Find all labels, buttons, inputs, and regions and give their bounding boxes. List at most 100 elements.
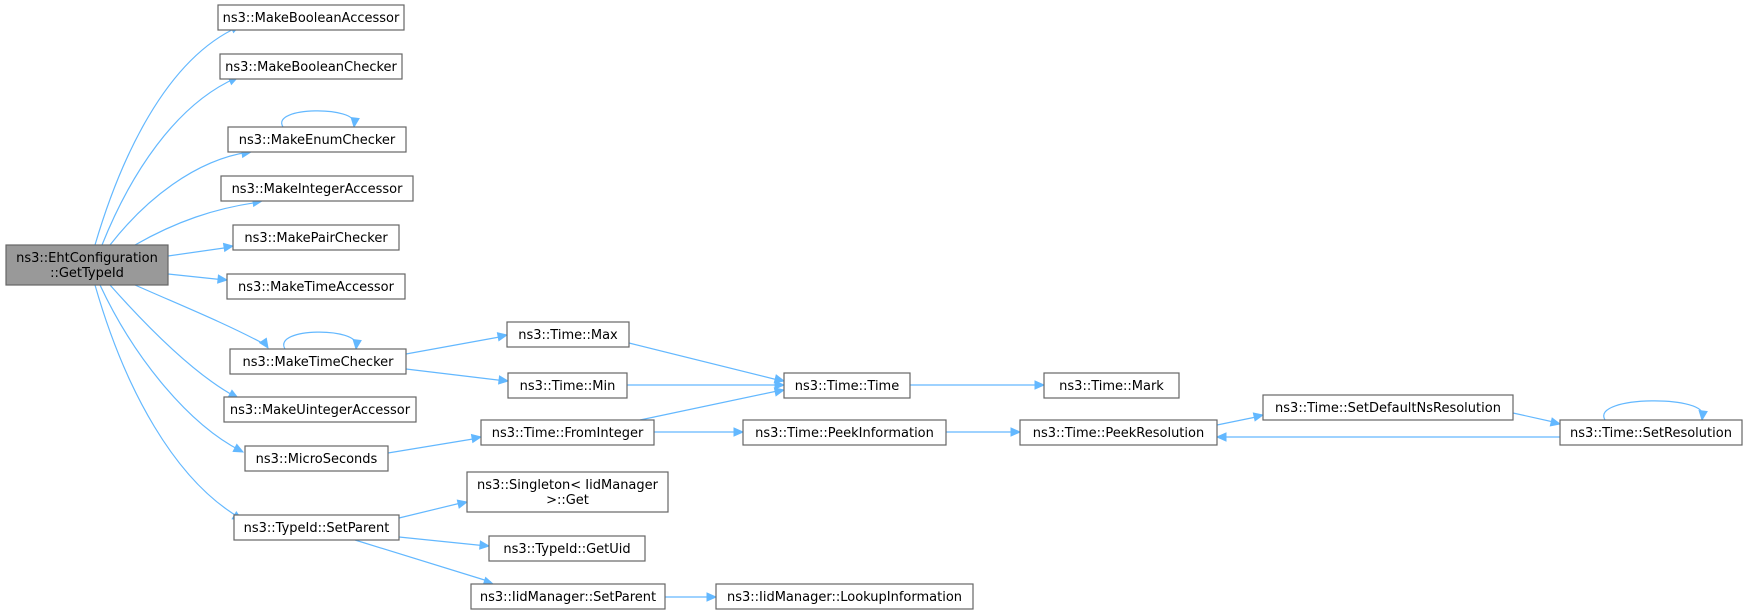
node-typeid-get-uid[interactable]: ns3::TypeId::GetUid: [488, 535, 646, 562]
edge-make-time-checker-to-time-min: [405, 368, 510, 385]
edge-arrowhead: [222, 242, 235, 253]
node-time-min[interactable]: ns3::Time::Min: [507, 372, 628, 399]
edge-arrowhead: [350, 116, 360, 129]
node-box: [715, 583, 974, 610]
node-label: ns3::Time::Time: [795, 379, 899, 394]
node-box: [227, 126, 407, 153]
node-box: [220, 175, 414, 202]
edge-time-min-to-time-time: [627, 380, 786, 390]
edge-get-type-id-to-typeid-set-parent: [94, 284, 244, 521]
edge-line: [283, 331, 357, 350]
node-label: ns3::MakeTimeAccessor: [238, 280, 395, 295]
node-box: [488, 535, 646, 562]
node-time-set-resolution[interactable]: ns3::Time::SetResolution: [1559, 419, 1743, 446]
edge-arrowhead: [774, 380, 786, 390]
edge-arrowhead: [1215, 432, 1227, 442]
edge-iid-manager-set-parent-to-iid-manager-lookup-information: [665, 592, 718, 602]
node-time-max[interactable]: ns3::Time::Max: [506, 321, 630, 348]
edge-get-type-id-to-make-boolean-checker: [101, 76, 240, 246]
edge-line: [405, 335, 506, 355]
edge-time-time-to-time-mark: [910, 380, 1046, 390]
edge-line: [167, 273, 226, 281]
edge-arrowhead: [352, 338, 362, 351]
node-box: [783, 372, 911, 399]
edge-arrowhead: [258, 337, 269, 350]
edge-line: [354, 539, 492, 583]
node-label: ns3::MakeUintegerAccessor: [230, 403, 411, 418]
edge-line: [101, 77, 237, 246]
edge-line: [1216, 415, 1262, 426]
edge-arrowhead: [706, 592, 718, 602]
node-box: [217, 4, 405, 31]
node-box: [480, 419, 655, 446]
node-label: ns3::TypeId::SetParent: [244, 521, 390, 536]
edge-arrowhead: [496, 332, 509, 342]
edge-line: [281, 110, 355, 128]
node-time-peek-information[interactable]: ns3::Time::PeekInformation: [742, 419, 947, 446]
edge-time-from-integer-to-time-peek-information: [654, 427, 745, 437]
edge-make-time-checker-to-time-max: [405, 332, 509, 355]
edge-arrowhead: [232, 443, 245, 453]
node-typeid-set-parent[interactable]: ns3::TypeId::SetParent: [233, 514, 400, 541]
node-box: [5, 244, 169, 286]
node-label: ns3::MakeBooleanChecker: [225, 60, 397, 75]
node-box: [229, 348, 407, 375]
node-iid-manager-lookup-information[interactable]: ns3::IidManager::LookupInformation: [715, 583, 974, 610]
edge-line: [109, 151, 250, 246]
node-make-boolean-accessor[interactable]: ns3::MakeBooleanAccessor: [217, 4, 405, 31]
node-make-integer-accessor[interactable]: ns3::MakeIntegerAccessor: [220, 175, 414, 202]
edge-make-time-checker-to-make-time-checker: [283, 331, 362, 351]
node-box: [233, 514, 400, 541]
node-make-enum-checker[interactable]: ns3::MakeEnumChecker: [227, 126, 407, 153]
node-time-set-default-ns-resolution[interactable]: ns3::Time::SetDefaultNsResolution: [1262, 394, 1514, 421]
node-box: [742, 419, 947, 446]
node-label: ns3::TypeId::GetUid: [503, 542, 630, 557]
node-singleton-get[interactable]: ns3::Singleton< IidManager>::Get: [466, 471, 669, 513]
edge-get-type-id-to-make-pair-checker: [167, 242, 235, 257]
node-box: [1262, 394, 1514, 421]
edge-make-enum-checker-to-make-enum-checker: [281, 110, 360, 129]
node-time-time[interactable]: ns3::Time::Time: [783, 372, 911, 399]
node-box: [1043, 372, 1180, 399]
node-iid-manager-set-parent[interactable]: ns3::IidManager::SetParent: [470, 583, 666, 610]
node-micro-seconds[interactable]: ns3::MicroSeconds: [244, 445, 389, 472]
edge-arrowhead: [1252, 412, 1265, 422]
edge-line: [134, 284, 267, 346]
node-box: [507, 372, 628, 399]
edge-arrowhead: [1698, 409, 1708, 422]
node-label: >::Get: [546, 493, 589, 508]
edge-get-type-id-to-make-time-accessor: [167, 273, 229, 284]
node-label: ns3::Time::PeekResolution: [1033, 426, 1204, 441]
node-box: [219, 53, 403, 80]
node-time-peek-resolution[interactable]: ns3::Time::PeekResolution: [1019, 419, 1218, 446]
edge-line: [628, 342, 783, 382]
node-time-mark[interactable]: ns3::Time::Mark: [1043, 372, 1180, 399]
node-make-time-checker[interactable]: ns3::MakeTimeChecker: [229, 348, 407, 375]
edge-get-type-id-to-make-time-checker: [134, 284, 269, 350]
edge-line: [1512, 412, 1559, 424]
edge-line: [94, 26, 239, 246]
edge-time-set-default-ns-resolution-to-time-set-resolution: [1512, 412, 1562, 427]
node-box: [244, 445, 389, 472]
edge-arrowhead: [217, 274, 229, 284]
node-box: [470, 583, 666, 610]
node-label: ns3::Time::Min: [520, 379, 616, 394]
edge-arrowhead: [470, 433, 483, 444]
node-make-boolean-checker[interactable]: ns3::MakeBooleanChecker: [219, 53, 403, 80]
edge-arrowhead: [1010, 427, 1022, 437]
node-label: ns3::MakeIntegerAccessor: [232, 182, 404, 197]
node-make-pair-checker[interactable]: ns3::MakePairChecker: [232, 224, 400, 251]
node-make-time-accessor[interactable]: ns3::MakeTimeAccessor: [226, 273, 406, 300]
node-box: [223, 396, 417, 423]
edge-time-set-resolution-to-time-set-resolution: [1603, 400, 1708, 422]
node-time-from-integer[interactable]: ns3::Time::FromInteger: [480, 419, 655, 446]
edge-line: [398, 501, 466, 519]
node-make-uinteger-accessor[interactable]: ns3::MakeUintegerAccessor: [223, 396, 417, 423]
edge-time-from-integer-to-time-time: [639, 387, 786, 421]
node-label: ns3::MakeEnumChecker: [239, 133, 396, 148]
node-get-type-id[interactable]: ns3::EhtConfiguration::GetTypeId: [5, 244, 169, 286]
edge-typeid-set-parent-to-singleton-get: [398, 499, 469, 519]
node-label: ns3::Time::Mark: [1059, 379, 1164, 394]
edge-arrowhead: [773, 387, 786, 397]
